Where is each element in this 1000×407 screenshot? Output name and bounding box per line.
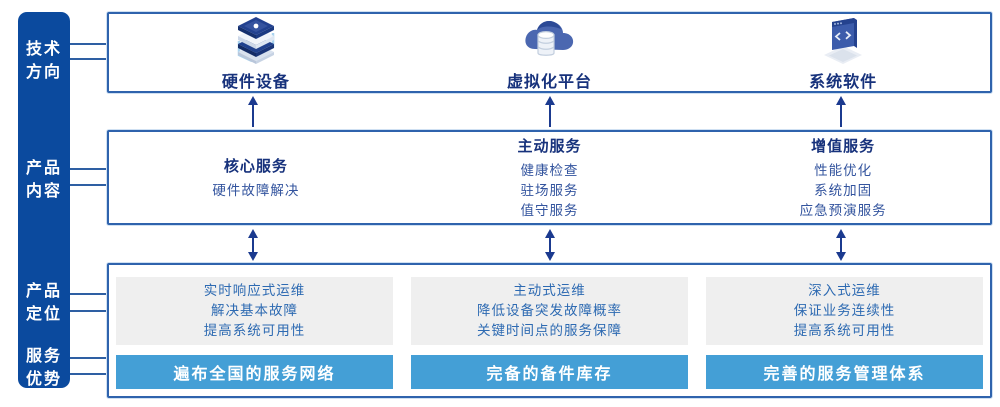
service-column-title: 增值服务 <box>811 137 876 155</box>
connector-line <box>70 58 107 60</box>
service-item: 系统加固 <box>814 182 873 198</box>
sidebar-label-line: 产品 <box>25 283 62 300</box>
positioning-panel: 主动式运维 降低设备突发故障概率 关键时间点的服务保障 <box>411 277 688 345</box>
cloud-database-icon <box>521 14 577 66</box>
service-item: 驻场服务 <box>520 182 579 198</box>
positioning-line: 关键时间点的服务保障 <box>477 323 622 338</box>
sidebar-label-service-advantage: 服务 优势 <box>18 345 70 391</box>
sidebar-label-line: 优势 <box>25 371 62 388</box>
positioning-line: 保证业务连续性 <box>793 303 896 318</box>
tech-item-label: 系统软件 <box>809 74 878 91</box>
advantage-bar: 遍布全国的服务网络 <box>116 355 393 389</box>
sidebar-label-line: 产品 <box>25 160 62 177</box>
sidebar-label-product-content: 产品 内容 <box>18 157 70 203</box>
positioning-line: 实时响应式运维 <box>203 283 306 298</box>
positioning-panel: 实时响应式运维 解决基本故障 提高系统可用性 <box>116 277 393 345</box>
server-stack-icon <box>230 14 282 66</box>
tech-item-label: 硬件设备 <box>221 74 290 91</box>
connector-line <box>70 184 107 186</box>
service-item: 值守服务 <box>520 202 579 218</box>
connector-line <box>70 373 107 375</box>
code-window-icon <box>816 14 870 66</box>
double-arrow-icon <box>545 229 555 261</box>
sidebar-label-product-positioning: 产品 定位 <box>18 280 70 326</box>
tech-item-system-software: 系统软件 <box>696 14 990 99</box>
advantage-bar: 完备的备件库存 <box>411 355 688 389</box>
connector-line <box>70 168 107 170</box>
tech-item-virtualization: 虚拟化平台 <box>403 14 697 99</box>
positioning-line: 主动式运维 <box>513 283 586 298</box>
category-sidebar: 技术 方向 产品 内容 产品 定位 服务 优势 <box>18 12 70 388</box>
positioning-column-proactive: 主动式运维 降低设备突发故障概率 关键时间点的服务保障 完备的备件库存 <box>411 277 688 389</box>
service-column-core: 核心服务 硬件故障解决 <box>109 132 403 223</box>
tech-direction-box: 硬件设备 虚拟化平台 <box>107 12 992 93</box>
up-arrow-icon <box>836 96 846 127</box>
double-arrow-icon <box>836 229 846 261</box>
positioning-column-realtime: 实时响应式运维 解决基本故障 提高系统可用性 遍布全国的服务网络 <box>116 277 393 389</box>
positioning-panel: 深入式运维 保证业务连续性 提高系统可用性 <box>706 277 983 345</box>
sidebar-label-line: 服务 <box>25 348 62 365</box>
up-arrow-icon <box>248 96 258 127</box>
positioning-column-deep: 深入式运维 保证业务连续性 提高系统可用性 完善的服务管理体系 <box>706 277 983 389</box>
service-column-value-added: 增值服务 性能优化 系统加固 应急预演服务 <box>696 132 990 223</box>
service-item: 性能优化 <box>814 162 873 178</box>
sidebar-label-line: 内容 <box>25 183 62 200</box>
sidebar-label-line: 定位 <box>25 306 62 323</box>
service-item: 健康检查 <box>520 162 579 178</box>
service-column-title: 主动服务 <box>517 137 582 155</box>
up-arrow-icon <box>545 96 555 127</box>
service-item: 硬件故障解决 <box>212 182 300 198</box>
sidebar-label-tech-direction: 技术 方向 <box>18 38 70 84</box>
positioning-line: 深入式运维 <box>808 283 881 298</box>
service-item: 应急预演服务 <box>799 202 887 218</box>
double-arrow-icon <box>248 229 258 261</box>
product-content-box: 核心服务 硬件故障解决 主动服务 健康检查 驻场服务 值守服务 增值服务 性能优… <box>107 130 992 225</box>
service-column-title: 核心服务 <box>223 157 288 175</box>
connector-line <box>70 310 107 312</box>
connector-line <box>70 293 107 295</box>
positioning-advantage-box: 实时响应式运维 解决基本故障 提高系统可用性 遍布全国的服务网络 主动式运维 降… <box>107 263 992 398</box>
positioning-line: 提高系统可用性 <box>203 323 306 338</box>
positioning-line: 提高系统可用性 <box>793 323 896 338</box>
service-column-proactive: 主动服务 健康检查 驻场服务 值守服务 <box>403 132 697 223</box>
advantage-bar: 完善的服务管理体系 <box>706 355 983 389</box>
positioning-line: 解决基本故障 <box>211 303 298 318</box>
tech-item-label: 虚拟化平台 <box>506 74 592 91</box>
connector-line <box>70 43 107 45</box>
tech-item-hardware: 硬件设备 <box>109 14 403 99</box>
positioning-line: 降低设备突发故障概率 <box>477 303 622 318</box>
sidebar-label-line: 技术 <box>25 41 62 58</box>
connector-line <box>70 357 107 359</box>
sidebar-label-line: 方向 <box>25 64 62 81</box>
